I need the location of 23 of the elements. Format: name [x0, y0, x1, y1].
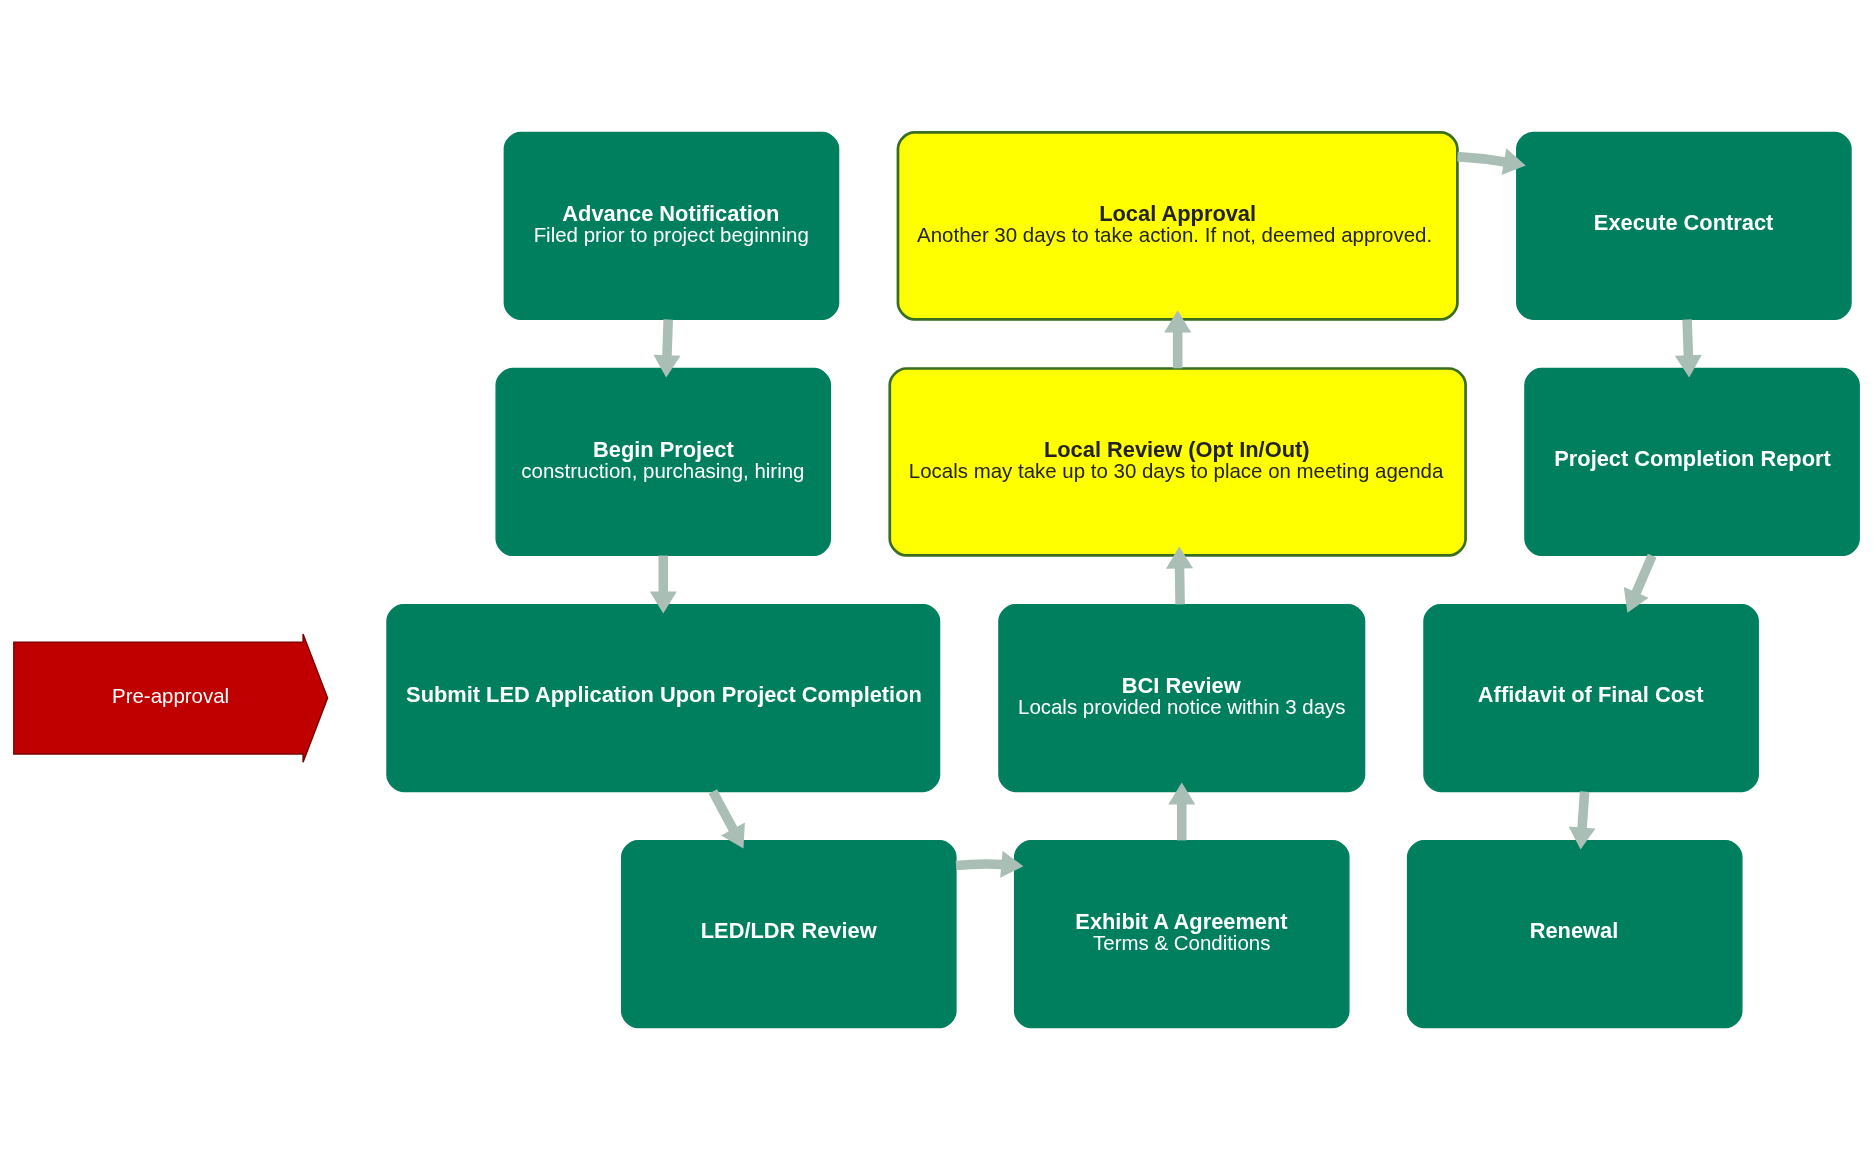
node-box: Begin Project construction, purchasing, hiring — [495, 367, 832, 557]
arrow — [708, 789, 745, 849]
arrow — [1457, 148, 1526, 175]
arrow — [955, 850, 1024, 878]
node-box: Submit LED Application Upon Project Completion — [386, 603, 941, 793]
node-box: Local Approval Another 30 days to take action. If not, deemed approved. — [896, 131, 1459, 321]
arrow — [1168, 782, 1196, 841]
arrow — [649, 555, 677, 614]
node-box: Affidavit of Final Cost — [1423, 603, 1759, 793]
arrow — [1674, 319, 1702, 378]
arrow — [1568, 791, 1596, 850]
node-box: Exhibit A Agreement Terms & Conditions — [1013, 839, 1350, 1029]
node-box: Renewal — [1406, 839, 1743, 1029]
arrow — [653, 319, 681, 378]
node-box: Project Completion Report — [1524, 367, 1860, 557]
node-box: Execute Contract — [1516, 131, 1852, 321]
node-box: Advance Notification Filed prior to project beginning — [503, 131, 840, 321]
node-box: BCI Review Locals provided notice within 3 days — [998, 603, 1366, 793]
node-box: Local Review (Opt In/Out) Locals may take up to 30 days to place on meeting agenda — [888, 367, 1467, 557]
node-box: LED/LDR Review — [620, 839, 957, 1029]
arrow — [1623, 553, 1657, 613]
arrow — [1166, 546, 1194, 605]
arrow — [1164, 310, 1192, 369]
